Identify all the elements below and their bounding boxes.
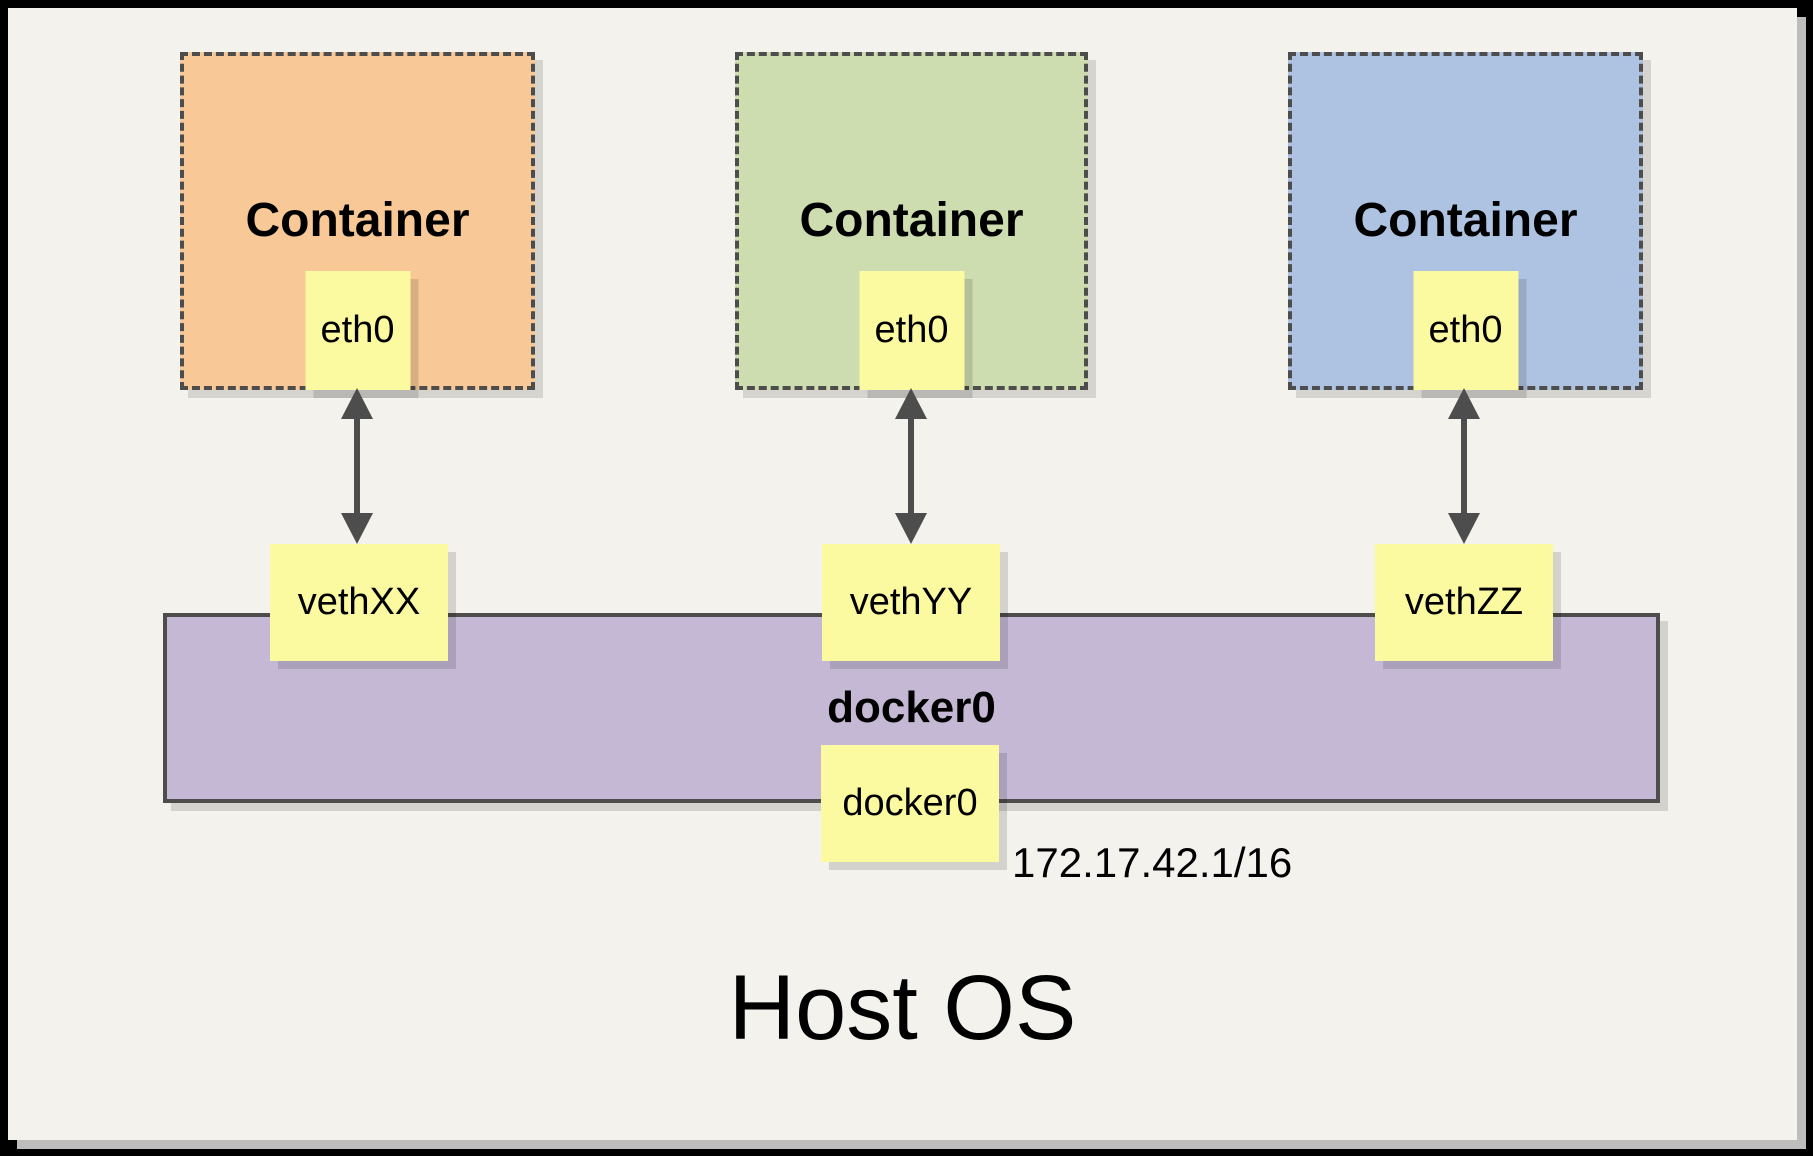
veth-interface-box: vethYY xyxy=(822,544,1000,661)
bridge-ip-address: 172.17.42.1/16 xyxy=(1012,839,1293,886)
docker0-bridge-label: docker0 xyxy=(827,683,996,732)
veth-interface-box: vethZZ xyxy=(1375,544,1553,661)
eth0-interface-box: eth0 xyxy=(1413,271,1518,390)
container-label: Container xyxy=(1353,194,1578,247)
eth0-interface-box: eth0 xyxy=(305,271,410,390)
docker0-interface-box: docker0 xyxy=(821,745,999,862)
container-label: Container xyxy=(799,194,1024,247)
eth0-interface-box: eth0 xyxy=(859,271,964,390)
container-box-2: Container eth0 xyxy=(735,52,1088,390)
container-box-3: Container eth0 xyxy=(1288,52,1643,390)
bidirectional-arrow xyxy=(1448,388,1480,544)
host-os-title: Host OS xyxy=(728,957,1077,1059)
bidirectional-arrow xyxy=(341,388,373,544)
container-label: Container xyxy=(245,194,470,247)
veth-interface-box: vethXX xyxy=(270,544,448,661)
bidirectional-arrow xyxy=(895,388,927,544)
container-box-1: Container eth0 xyxy=(180,52,535,390)
